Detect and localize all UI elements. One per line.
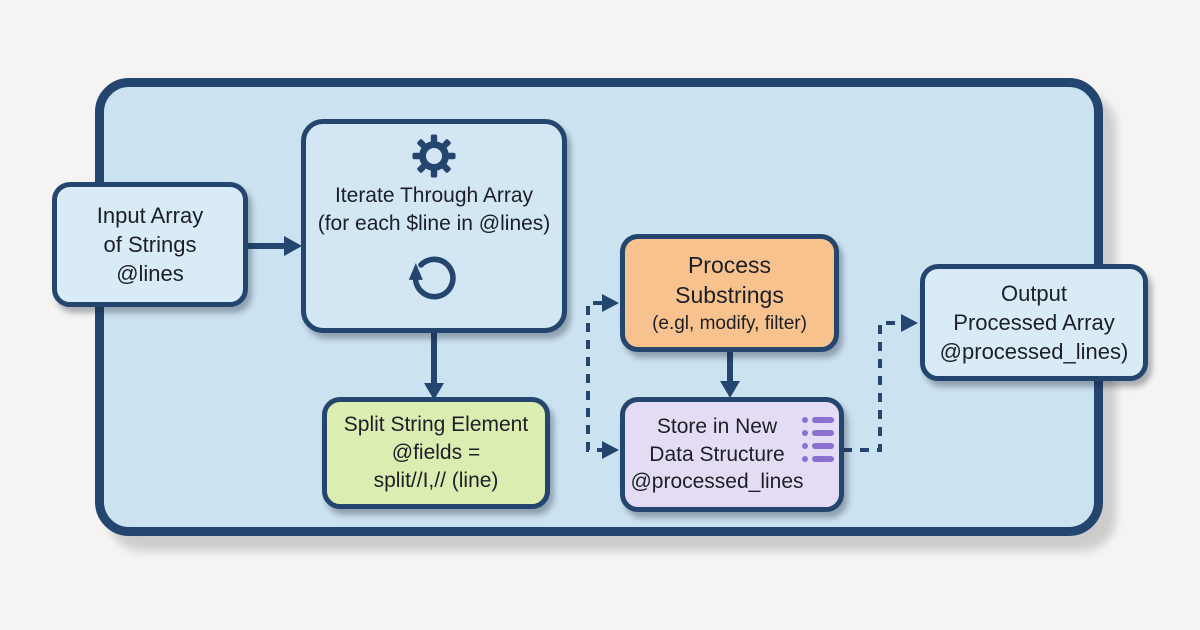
dashed-arrow-branch bbox=[586, 294, 619, 459]
node-text-line: Processed Array bbox=[953, 309, 1115, 335]
node-text-line: Store in New bbox=[656, 414, 778, 438]
node-output-processed-array: Output Processed Array @processed_lines) bbox=[920, 264, 1148, 381]
node-iterate-through-array: Iterate Through Array (for each $line in… bbox=[301, 119, 567, 333]
node-text-line: of Strings bbox=[103, 231, 197, 257]
node-text-line: @processed_lines) bbox=[939, 339, 1129, 365]
node-text-line: @fields = bbox=[391, 441, 481, 465]
dashed-arrow-store-to-output bbox=[843, 314, 918, 452]
node-text-line: (e.gl, modify, filter) bbox=[652, 312, 807, 334]
arrow-iterate-to-split bbox=[424, 333, 444, 400]
node-text-line: split//I,// (line) bbox=[373, 468, 499, 492]
node-text-line: @processed_lines bbox=[630, 470, 804, 494]
node-split-string-element: Split String Element @fields = split//I,… bbox=[322, 397, 550, 509]
list-icon bbox=[802, 417, 834, 462]
node-text-line: @lines bbox=[116, 261, 184, 287]
node-text-line: Output bbox=[1000, 280, 1068, 306]
loop-arrow-icon bbox=[408, 256, 456, 300]
node-text-line: Split String Element bbox=[343, 413, 529, 437]
arrow-process-to-store bbox=[720, 352, 740, 398]
node-text-line: Substrings bbox=[675, 282, 784, 309]
node-text-line: Input Array bbox=[96, 202, 204, 228]
node-text-line: Process bbox=[687, 251, 772, 278]
node-process-substrings: Process Substrings (e.gl, modify, filter… bbox=[620, 234, 839, 352]
arrow-input-to-iterate bbox=[247, 236, 302, 256]
node-text-line: Data Structure bbox=[649, 442, 785, 466]
node-text-line: Iterate Through Array bbox=[334, 184, 534, 207]
gear-icon bbox=[412, 134, 456, 178]
node-store-data-structure: Store in New Data Structure @processed_l… bbox=[620, 397, 844, 512]
node-input-array: Input Array of Strings @lines bbox=[52, 182, 248, 307]
node-text-line: (for each $line in @lines) bbox=[317, 211, 551, 235]
